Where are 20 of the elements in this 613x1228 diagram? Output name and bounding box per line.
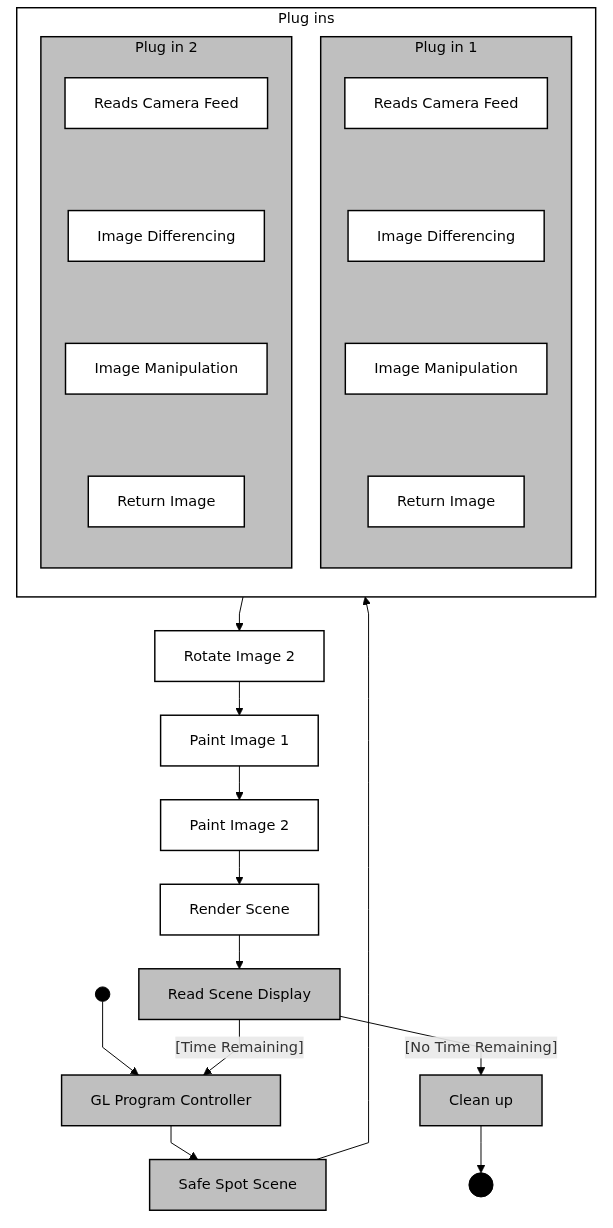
node-box: Clean up [419,1074,544,1127]
node-box: Rotate Image 2 [154,630,326,683]
node-box: Image Differencing [347,209,546,262]
edge-label: [No Time Remaining] [404,1038,558,1056]
node-box: Image Manipulation [65,342,269,395]
node-circle [95,986,111,1002]
edge-label: [Time Remaining] [175,1038,304,1056]
node-box: GL Program Controller [61,1074,282,1127]
node-box: Render Scene [159,883,320,936]
node-box: Safe Spot Scene [149,1158,327,1211]
node-box: Reads Camera Feed [344,77,549,130]
node-box: Image Manipulation [344,342,548,395]
node-box: Return Image [367,475,526,528]
node-box: Read Scene Display [138,968,341,1021]
node-bullseye [468,1172,494,1198]
node-box: Reads Camera Feed [64,77,269,130]
node-box: Paint Image 1 [160,714,320,767]
node-box: Return Image [87,475,246,528]
node-box: Image Differencing [67,209,266,262]
node-box: Paint Image 2 [160,799,320,852]
